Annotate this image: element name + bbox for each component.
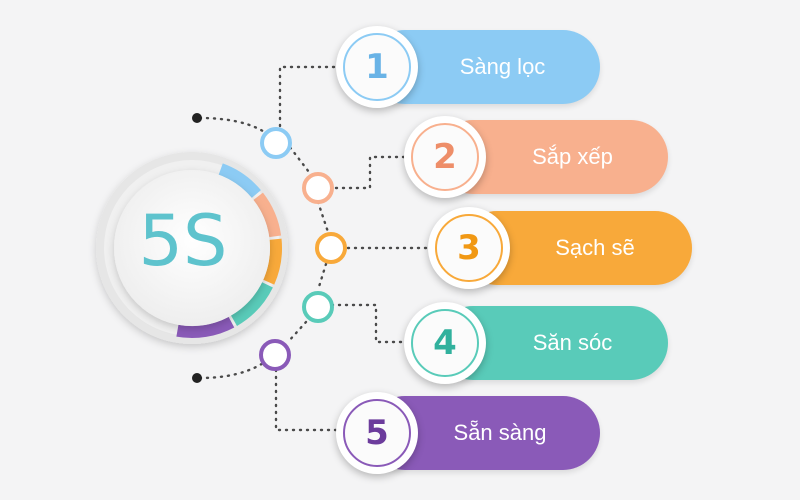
- connector-1: [278, 65, 338, 128]
- connector-start-dot-top: [192, 113, 202, 123]
- hub-arc-4: [230, 282, 273, 326]
- step-number-5: 5: [343, 399, 411, 467]
- connector-top-arc: [198, 116, 274, 140]
- node-circle-3: [315, 232, 347, 264]
- connector-bottom-arc: [198, 354, 274, 380]
- connector-4b: [316, 262, 328, 292]
- step-number-badge-2: 2: [404, 116, 486, 198]
- step-number-badge-4: 4: [404, 302, 486, 384]
- hub-face: [114, 170, 270, 326]
- connector-2: [334, 155, 406, 190]
- step-number-badge-1: 1: [336, 26, 418, 108]
- step-number-badge-3: 3: [428, 207, 510, 289]
- step-label-2: Sắp xếp: [532, 144, 613, 169]
- step-number-3: 3: [435, 214, 503, 282]
- hub: [96, 152, 288, 344]
- step-number-2: 2: [411, 123, 479, 191]
- hub-arc-2: [253, 192, 282, 238]
- hub-arc-3: [263, 238, 282, 285]
- node-circle-2: [302, 172, 334, 204]
- step-number-badge-5: 5: [336, 392, 418, 474]
- connector-4: [330, 303, 406, 344]
- node-circle-5: [259, 339, 291, 371]
- hub-progress-arcs: [176, 163, 282, 338]
- connector-5b: [286, 320, 308, 344]
- connector-5: [274, 368, 338, 432]
- node-circle-1: [260, 127, 292, 159]
- connector-start-dot-bottom: [192, 373, 202, 383]
- step-label-1: Sàng lọc: [459, 54, 546, 79]
- step-number-1: 1: [343, 33, 411, 101]
- connector-3b: [316, 200, 330, 234]
- step-label-4: Săn sóc: [532, 330, 613, 355]
- hub-arc-5: [176, 316, 235, 338]
- step-number-4: 4: [411, 309, 479, 377]
- step-label-3: Sạch sẽ: [555, 235, 635, 260]
- node-circle-4: [302, 291, 334, 323]
- hub-label: 5S: [138, 200, 228, 282]
- hub-arc-1: [218, 163, 261, 199]
- node-circles: [259, 127, 347, 371]
- step-label-5: Sẵn sàng: [453, 420, 547, 445]
